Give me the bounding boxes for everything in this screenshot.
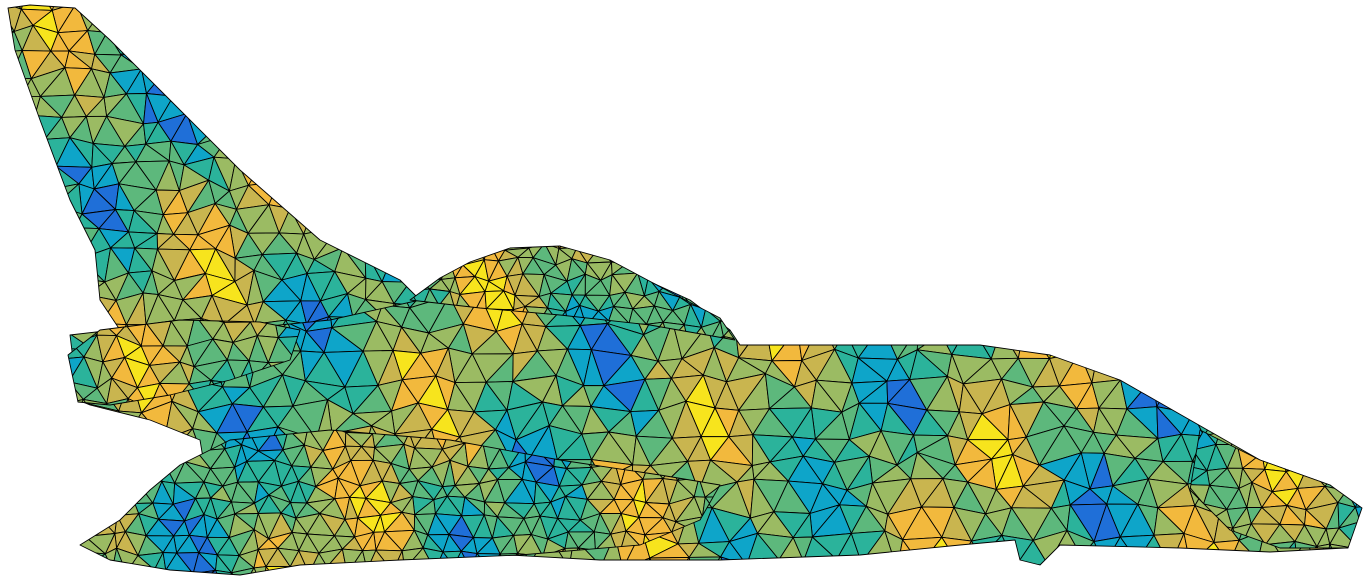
mesh-triangle <box>857 324 898 360</box>
mesh-triangle <box>738 321 773 362</box>
mesh-triangle <box>99 410 128 437</box>
mesh-triangle <box>555 246 575 249</box>
mesh-triangle <box>1152 375 1175 408</box>
mesh-triangle <box>488 246 506 251</box>
mesh-triangle <box>1213 539 1240 565</box>
mesh-triangle <box>521 246 536 249</box>
mesh-triangle <box>528 246 546 249</box>
mesh-triangle <box>1049 328 1080 359</box>
mesh-triangle <box>163 428 194 453</box>
canopy-outline <box>409 245 736 341</box>
tail-fin-outline <box>7 4 421 331</box>
mesh-triangle <box>771 327 803 362</box>
mesh-triangle <box>1119 534 1155 562</box>
mesh-triangle <box>941 536 972 563</box>
mesh-triangle <box>1277 541 1298 548</box>
mesh-triangle <box>215 569 232 575</box>
mesh-triangle <box>902 536 943 565</box>
mesh-triangle <box>722 335 735 340</box>
mesh-triangle <box>415 260 442 280</box>
mesh-triangle <box>80 550 106 567</box>
nose-outline <box>1189 429 1363 549</box>
mesh-triangle <box>1203 406 1233 437</box>
mesh-triangle <box>1316 543 1331 548</box>
mesh-triangle <box>1354 490 1362 508</box>
left-wing-outline <box>79 429 721 576</box>
mesh-triangle <box>990 329 1019 360</box>
mesh-triangle <box>951 322 992 360</box>
mesh-triangle <box>1264 443 1287 473</box>
mesh-triangle <box>120 30 156 56</box>
mesh-triangle <box>1093 536 1121 565</box>
mesh-triangle <box>1285 451 1308 473</box>
mesh-triangle <box>663 556 694 565</box>
mesh-triangle <box>8 50 23 79</box>
mesh-triangle <box>649 556 690 565</box>
left-wing <box>80 430 720 575</box>
mesh-triangle <box>231 567 255 575</box>
mesh-triangle <box>1017 324 1050 359</box>
mesh-triangle <box>96 320 117 337</box>
tail-fin <box>8 5 420 330</box>
mesh-triangle <box>82 398 108 405</box>
mesh-triangle <box>483 246 499 262</box>
mesh-triangle <box>460 550 478 571</box>
mesh-triangle <box>1329 543 1360 548</box>
mesh-triangle <box>248 162 280 186</box>
canard-outline <box>67 319 301 406</box>
mesh-triangle <box>679 279 698 298</box>
mesh-triangle <box>622 557 651 565</box>
mesh-triangle <box>68 398 84 405</box>
mesh-triangle <box>1153 533 1185 565</box>
mesh-triangle <box>1294 541 1318 548</box>
mesh-triangle <box>639 557 665 565</box>
mesh-triangle <box>544 246 560 249</box>
mesh-triangle <box>135 467 163 482</box>
mesh-triangle <box>719 305 735 322</box>
mesh-triangle <box>106 398 129 405</box>
mesh-triangle <box>688 556 722 565</box>
